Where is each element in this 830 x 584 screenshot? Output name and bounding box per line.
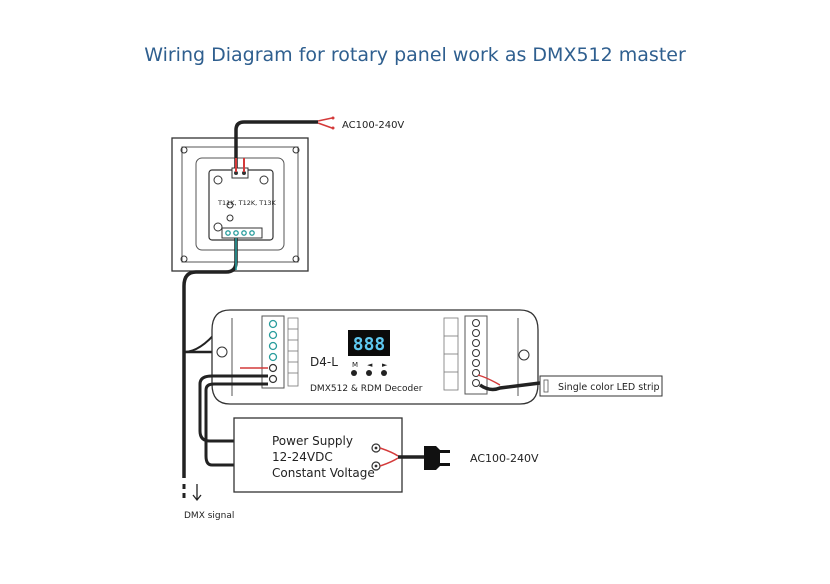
led-strip-cable [477,374,663,397]
decoder-subtitle: DMX512 & RDM Decoder [310,384,423,394]
rotary-panel: T11K, T12K, T13K [171,137,309,272]
dmx-signal-label: DMX signal [184,511,234,521]
decoder-button-right: ► [382,361,388,369]
panel-ac-label: AC100-240V [342,120,404,131]
led-strip-label: Single color LED strip [558,382,660,393]
decoder-button-left: ◄ [367,361,373,369]
decoder-right-terminals [443,315,488,395]
power-ac-label: AC100-240V [470,452,539,465]
decoder-button-right-dot [381,370,387,376]
decoder-button-m: M [352,361,358,369]
power-supply-line1: Power Supply [272,434,353,448]
decoder-button-left-dot [366,370,372,376]
diagram-title: Wiring Diagram for rotary panel work as … [144,44,686,66]
power-supply: Power Supply 12-24VDC Constant Voltage [233,417,403,493]
panel-ac-cable [234,116,335,172]
decoder-left-terminals [261,315,299,389]
ac-plug [379,446,450,470]
power-supply-line2: 12-24VDC [272,450,333,464]
panel-models-label: T11K, T12K, T13K [217,199,277,207]
decoder-button-m-dot [351,370,357,376]
power-supply-line3: Constant Voltage [272,466,375,480]
dmx-decoder: 888 D4-L M ◄ ► DMX512 & RDM Decoder [211,309,539,405]
decoder-model: D4-L [310,355,338,369]
decoder-display: 888 [353,334,386,355]
